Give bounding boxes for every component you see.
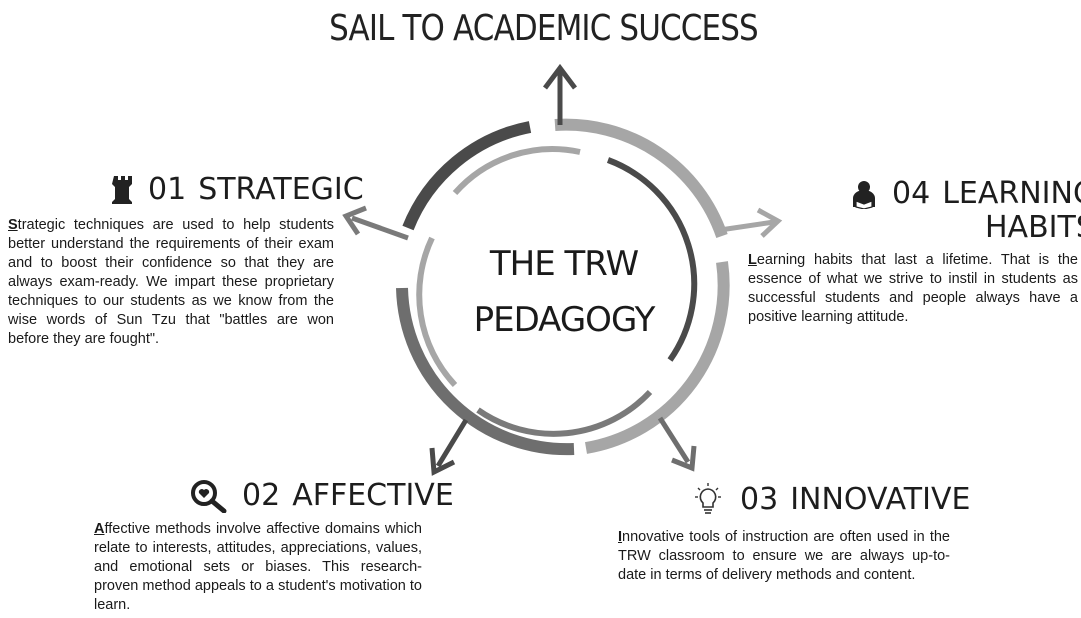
ring-segment-top [554, 118, 728, 238]
reader-icon [850, 179, 878, 209]
center-line-2: PEDAGOGY [473, 300, 656, 340]
strategic-text: trategic techniques are used to help stu… [8, 217, 334, 347]
learning-number: 04 [892, 176, 931, 211]
chess-rook-icon [112, 174, 134, 206]
strategic-number: 01 [148, 172, 187, 207]
innovative-first-letter: I [618, 529, 623, 545]
arrow-to-goal-head [543, 63, 577, 90]
affective-text: ffective methods involve affective domai… [94, 521, 422, 613]
ring-segment-right [585, 261, 730, 454]
arrow-to-strategic [351, 215, 409, 241]
ring-segment-left [402, 121, 532, 231]
affective-title: AFFECTIVE [292, 478, 454, 513]
arrow-to-innovative [657, 416, 691, 464]
goal-title: SAIL TO ACADEMIC SUCCESS [329, 8, 759, 49]
strategic-description: Strategic techniques are used to help st… [8, 216, 334, 349]
inner-arc-right [606, 157, 698, 362]
affective-number: 02 [242, 478, 281, 513]
center-line-1: THE TRW [489, 244, 639, 284]
strategic-heading: 01 STRATEGIC [112, 172, 364, 207]
affective-first-letter: A [94, 521, 105, 537]
learning-title-line1: LEARNING [942, 176, 1081, 211]
arrow-to-learning [719, 219, 775, 233]
center-label: THE TRW PEDAGOGY [454, 236, 674, 348]
affective-description: Affective methods involve affective doma… [94, 520, 422, 615]
innovative-text: nnovative tools of instruction are often… [618, 529, 950, 583]
arrow-to-affective [435, 418, 469, 468]
inner-arc-left [416, 236, 458, 388]
innovative-number: 03 [740, 482, 779, 517]
arrow-to-learning-head [756, 207, 783, 238]
affective-heading: 02 AFFECTIVE [190, 478, 454, 513]
learning-heading-line2: HABITS [985, 210, 1081, 245]
learning-heading: 04 LEARNING [850, 176, 1081, 211]
innovative-title: INNOVATIVE [790, 482, 971, 517]
strategic-first-letter: S [8, 217, 18, 233]
innovative-description: Innovative tools of instruction are ofte… [618, 528, 950, 585]
arrow-to-affective-head [429, 447, 456, 476]
heart-magnifier-icon [190, 479, 228, 513]
learning-text: earning habits that last a lifetime. Tha… [748, 252, 1078, 325]
arrow-to-innovative-head [671, 445, 697, 472]
ring-segment-bottom [396, 287, 575, 456]
learning-title-line2: HABITS [985, 210, 1081, 245]
innovative-heading: 03 INNOVATIVE [690, 482, 970, 517]
strategic-title: STRATEGIC [198, 172, 364, 207]
inner-arc-bottom [476, 389, 653, 437]
lightbulb-icon [690, 482, 726, 517]
learning-description: Learning habits that last a lifetime. Th… [748, 251, 1078, 327]
arrow-to-strategic-head [342, 205, 367, 236]
learning-first-letter: L [748, 252, 757, 268]
inner-arc-top [452, 146, 581, 195]
